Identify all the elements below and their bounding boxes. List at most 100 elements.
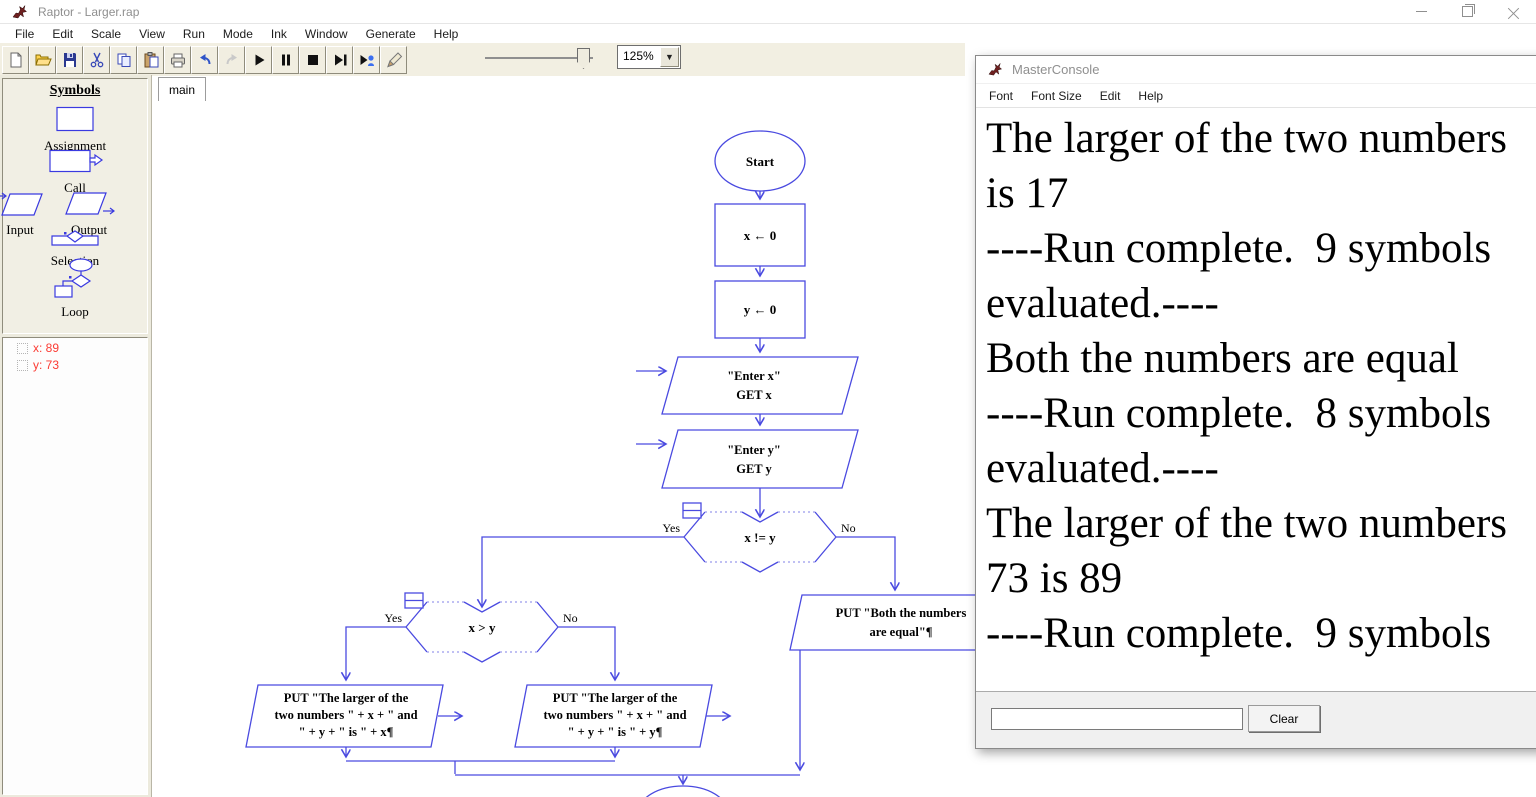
restore-icon: [1461, 4, 1475, 17]
save-button[interactable]: [56, 46, 83, 74]
copy-button[interactable]: [110, 46, 137, 74]
master-console-window: MasterConsole Font Font Size Edit Help T…: [975, 55, 1536, 749]
console-line: ----Run complete. 8 symbols: [986, 390, 1492, 437]
redo-button[interactable]: [218, 46, 245, 74]
console-input[interactable]: [991, 708, 1243, 730]
symbol-loop[interactable]: Loop: [3, 257, 147, 320]
menu-help[interactable]: Help: [433, 26, 459, 41]
svg-text:"Enter y": "Enter y": [727, 443, 781, 457]
print-button[interactable]: [164, 46, 191, 74]
console-titlebar[interactable]: MasterConsole: [976, 56, 1536, 83]
flowchart-connectors: [346, 191, 895, 784]
flowchart-start[interactable]: Start: [714, 130, 806, 192]
console-menu-edit[interactable]: Edit: [1099, 88, 1121, 103]
svg-text:y ← 0: y ← 0: [744, 302, 777, 317]
menu-file[interactable]: File: [15, 26, 35, 41]
flowchart-decision-xney[interactable]: x != y Yes No: [663, 502, 856, 573]
zoom-select[interactable]: 125% ▼: [617, 45, 681, 69]
clear-button[interactable]: Clear: [1248, 705, 1320, 732]
cut-button[interactable]: [83, 46, 110, 74]
cut-icon: [90, 52, 103, 68]
watch-item-y[interactable]: y: 73: [17, 358, 147, 372]
menu-ink[interactable]: Ink: [270, 26, 287, 41]
tab-main[interactable]: main: [158, 77, 206, 101]
svg-text:x ← 0: x ← 0: [744, 228, 777, 243]
console-menu-fontsize[interactable]: Font Size: [1031, 88, 1082, 103]
svg-text:GET x: GET x: [736, 388, 772, 402]
continuous-run-button[interactable]: [353, 46, 380, 74]
menu-run[interactable]: Run: [182, 26, 205, 41]
menu-edit[interactable]: Edit: [52, 26, 74, 41]
stop-button[interactable]: [299, 46, 326, 74]
pause-button[interactable]: [272, 46, 299, 74]
console-line: ----Run complete. 9 symbols: [986, 225, 1492, 272]
zoom-slider-thumb[interactable]: [577, 48, 590, 69]
zoom-slider-track[interactable]: [485, 57, 593, 59]
svg-text:PUT "The larger of the: PUT "The larger of the: [284, 691, 409, 705]
branch-label-no: No: [841, 521, 856, 535]
tree-node-icon: [17, 359, 28, 371]
stop-icon: [307, 55, 318, 65]
menu-scale[interactable]: Scale: [91, 26, 122, 41]
main-titlebar[interactable]: Raptor - Larger.rap: [0, 0, 1536, 24]
copy-icon: [117, 53, 130, 67]
menu-generate[interactable]: Generate: [365, 26, 416, 41]
open-button[interactable]: [29, 46, 56, 74]
raptor-icon: [988, 63, 1003, 76]
open-icon: [34, 54, 52, 66]
console-menu-font[interactable]: Font: [989, 88, 1014, 103]
flowchart-output-larger-x[interactable]: PUT "The larger of the two numbers " + x…: [245, 684, 444, 748]
step-button[interactable]: [326, 46, 353, 74]
symbol-call-label: Call: [64, 180, 86, 195]
zoom-dropdown-button[interactable]: ▼: [660, 47, 679, 67]
close-icon: [1508, 6, 1519, 17]
flowchart-assignment-x[interactable]: x ← 0: [714, 203, 806, 267]
symbol-assignment-label: Assignment: [43, 138, 107, 153]
watch-value-x: x: 89: [33, 341, 60, 355]
console-menu-help[interactable]: Help: [1138, 88, 1164, 103]
console-output: The larger of the two numbers is 17 ----…: [976, 107, 1536, 695]
symbol-output[interactable]: Output: [39, 191, 139, 238]
call-symbol-icon: [49, 149, 104, 173]
svg-text:PUT "Both the numbers: PUT "Both the numbers: [836, 606, 967, 620]
flowchart-decision-xgty[interactable]: x > y Yes No: [385, 592, 578, 663]
symbol-input-label: Input: [6, 222, 34, 237]
flowchart-assignment-y[interactable]: y ← 0: [714, 280, 806, 339]
chevron-down-icon: ▼: [665, 52, 674, 62]
zoom-slider[interactable]: [483, 47, 595, 69]
window-title: Raptor - Larger.rap: [38, 4, 140, 19]
menu-window[interactable]: Window: [304, 26, 348, 41]
play-button[interactable]: [245, 46, 272, 74]
svg-text:GET y: GET y: [736, 462, 772, 476]
flowchart-output-equal[interactable]: PUT "Both the numbers are equal"¶: [789, 594, 1013, 651]
flowchart-input-y[interactable]: "Enter y" GET y: [661, 429, 859, 489]
selection-symbol-icon: [51, 230, 99, 246]
flowchart-output-larger-y[interactable]: PUT "The larger of the two numbers " + x…: [514, 684, 713, 748]
console-menubar: Font Font Size Edit Help: [976, 83, 1536, 108]
branch-label-no: No: [563, 611, 578, 625]
console-input-panel: Clear: [976, 691, 1536, 748]
console-line: 73 is 89: [986, 555, 1123, 602]
symbol-assignment[interactable]: Assignment: [3, 105, 147, 154]
restore-button[interactable]: [1444, 0, 1490, 23]
symbol-output-label: Output: [70, 222, 108, 237]
flowchart-end[interactable]: [638, 785, 728, 797]
close-button[interactable]: [1490, 0, 1536, 23]
menu-view[interactable]: View: [139, 26, 165, 41]
symbol-call[interactable]: Call: [3, 147, 147, 196]
output-symbol-icon: [65, 192, 115, 215]
minimize-button[interactable]: [1398, 0, 1444, 23]
assignment-symbol-icon: [56, 106, 94, 132]
ink-button[interactable]: [380, 46, 407, 74]
paste-button[interactable]: [137, 46, 164, 74]
input-symbol-icon: [0, 192, 43, 216]
watch-item-x[interactable]: x: 89: [17, 341, 147, 355]
svg-text:Start: Start: [746, 154, 775, 169]
console-title: MasterConsole: [1012, 62, 1100, 77]
menu-mode[interactable]: Mode: [222, 26, 253, 41]
new-button[interactable]: [2, 46, 29, 74]
undo-button[interactable]: [191, 46, 218, 74]
flowchart-input-x[interactable]: "Enter x" GET x: [661, 356, 859, 415]
symbol-input[interactable]: Input: [0, 191, 70, 238]
